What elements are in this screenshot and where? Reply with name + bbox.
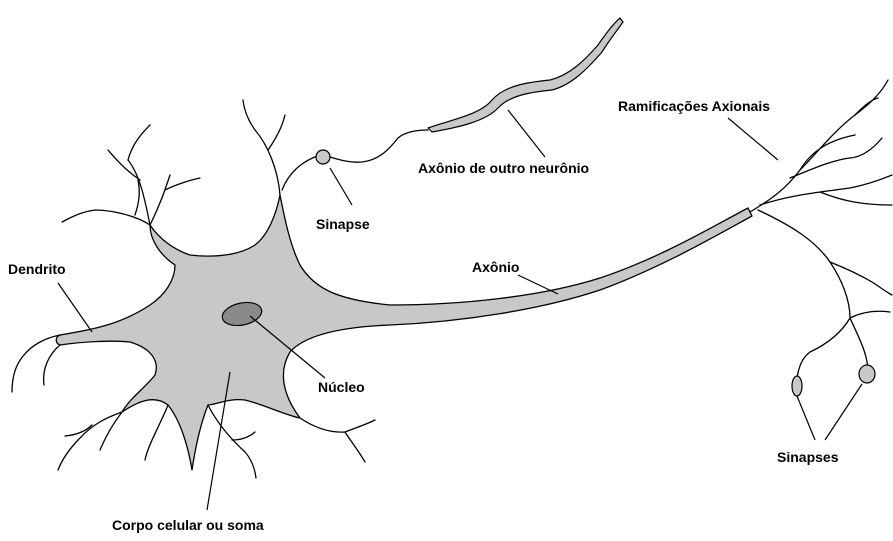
axon-terminal-branch (850, 311, 890, 318)
leader-axonio (518, 275, 558, 294)
label-sinapse: Sinapse (316, 216, 370, 232)
dendrite-branch (208, 405, 256, 478)
axon-terminal-branch (800, 80, 888, 170)
dendrite-branch (345, 420, 375, 432)
leader-dendrito (58, 283, 92, 332)
dendrite-branch (145, 405, 168, 460)
dendrite-branch (62, 210, 150, 225)
dendrite-branch (232, 432, 255, 440)
other-neuron-axon (428, 18, 623, 132)
label-corpo: Corpo celular ou soma (112, 517, 264, 533)
axon-terminal-branch (790, 138, 882, 178)
dendrite-branch (300, 418, 365, 462)
dendrite-branch (108, 150, 140, 180)
label-nucleo: Núcleo (318, 379, 365, 395)
leader-ramificacoes (728, 118, 778, 160)
leader-axonio-outro (508, 110, 545, 157)
leader-sinapse (330, 168, 352, 205)
dendrite-branch (282, 155, 320, 190)
label-axonio: Axônio (472, 259, 519, 275)
label-ramificacoes: Ramificações Axionais (618, 98, 770, 114)
dendrite-branch (135, 180, 139, 215)
axon-terminal-branch (760, 175, 892, 205)
dendrite-branch (165, 178, 200, 190)
dendrite-branch (128, 125, 150, 160)
dendrite-branch (12, 335, 60, 392)
dendrite-branch (150, 175, 170, 225)
dendrite-branch (243, 100, 280, 195)
dendrite-branch (44, 345, 60, 385)
other-neuron-axon-tail (330, 130, 428, 162)
dendrite-branch (100, 412, 122, 450)
dendrite-branch (58, 412, 122, 470)
axon-terminal-branch (797, 318, 850, 380)
dendrite-branch (268, 115, 285, 150)
label-dendrito: Dendrito (8, 261, 66, 277)
label-sinapses: Sinapses (777, 449, 839, 465)
axon-terminal-branch (820, 192, 892, 205)
leader-sinapses-left (797, 396, 815, 440)
leader-sinapses-right (825, 384, 862, 440)
cell-body (56, 195, 752, 470)
synapse-bulb (316, 150, 330, 164)
synapse-bulb-left (792, 376, 802, 396)
label-axonio-outro: Axônio de outro neurônio (418, 160, 589, 176)
axon-terminal-branch (850, 318, 868, 372)
synapse-bulb-right (859, 365, 875, 383)
